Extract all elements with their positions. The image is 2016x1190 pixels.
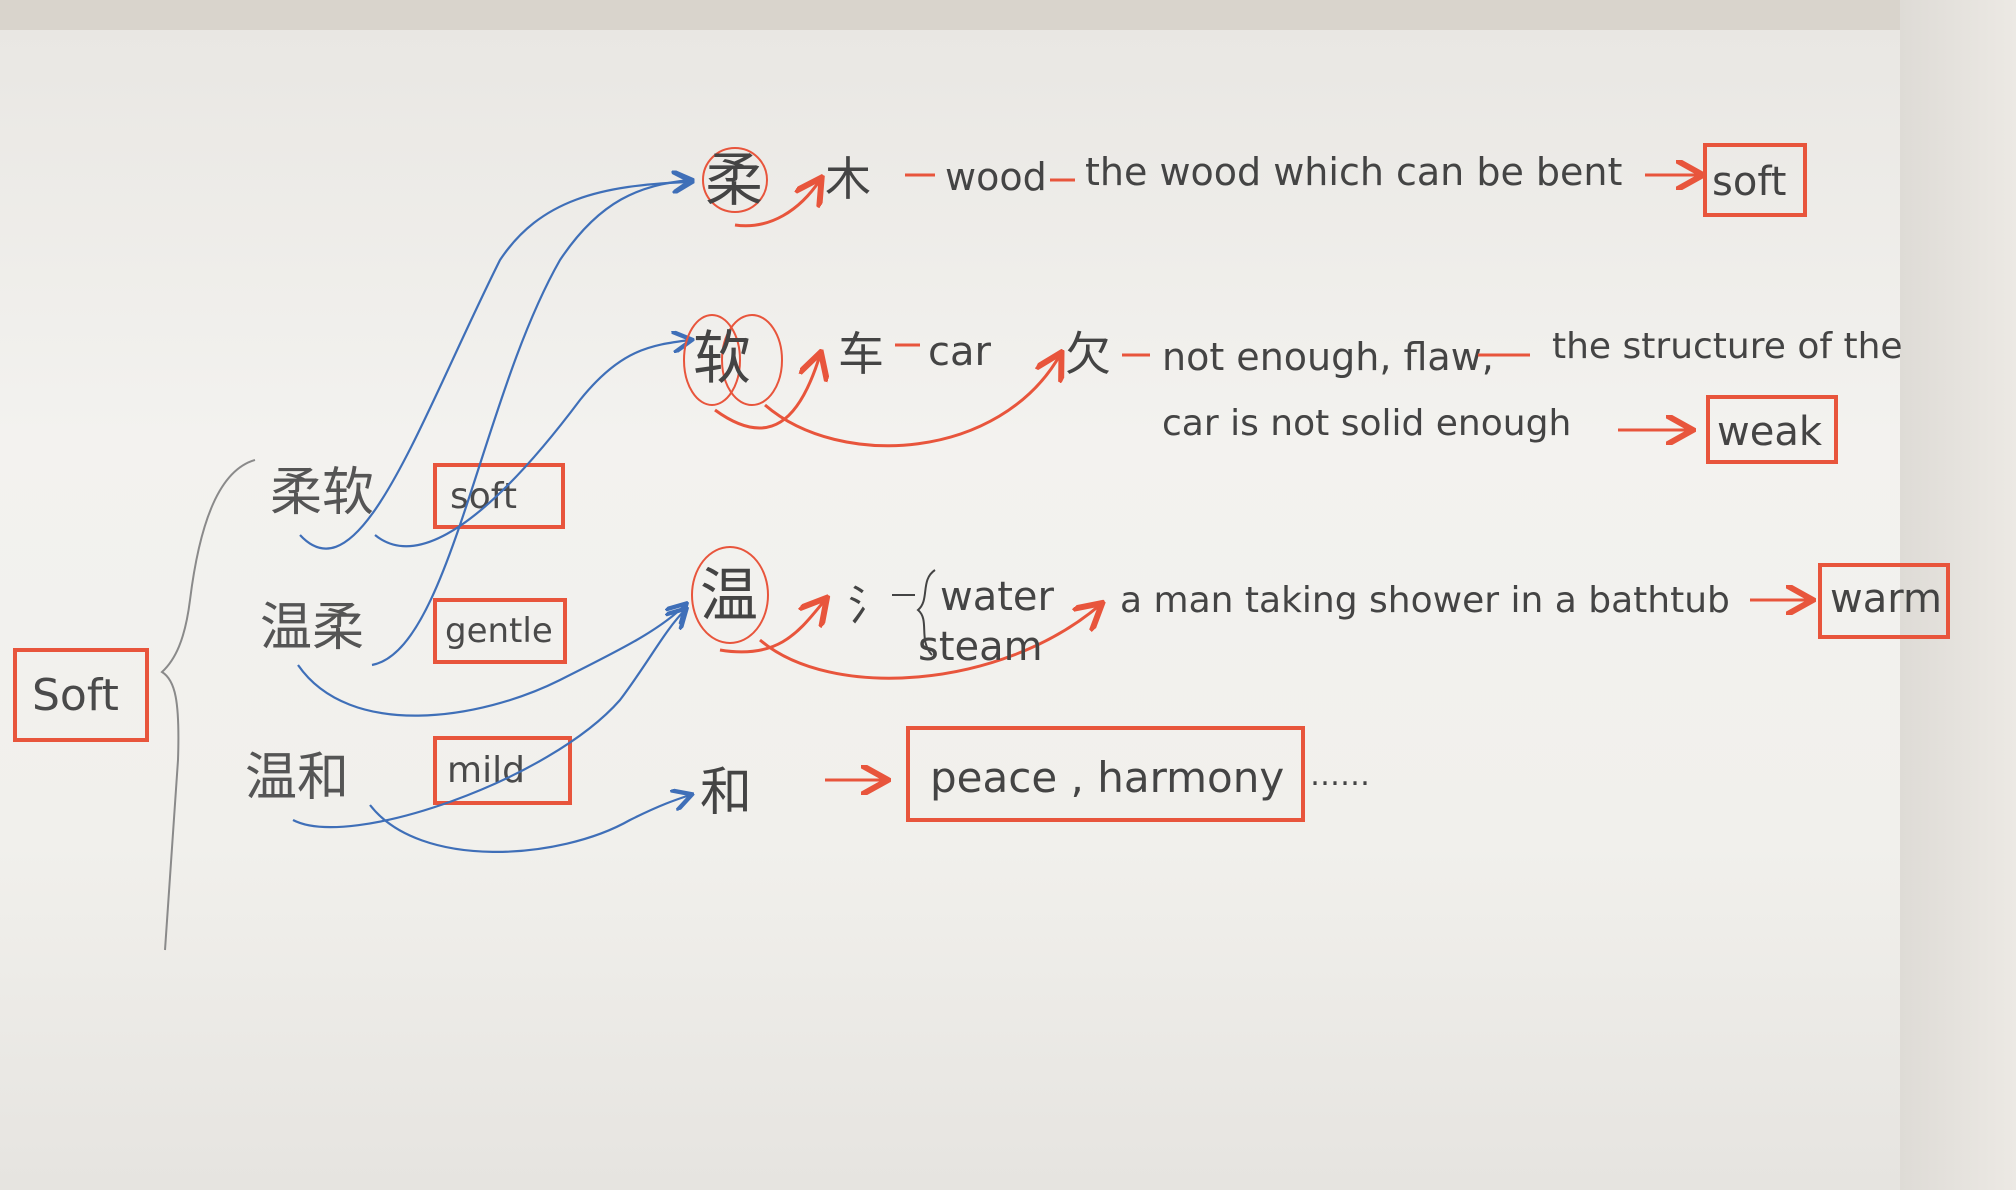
root-box — [13, 648, 149, 742]
compound-box-soft — [433, 463, 565, 529]
compound-box-gentle — [433, 598, 567, 664]
rou-arrow — [734, 180, 820, 228]
he-char: 和 — [700, 763, 752, 823]
he-result-box — [906, 726, 1305, 822]
compound-soft: soft — [450, 476, 517, 517]
link-ruan-a — [374, 340, 690, 548]
compound-gentle: gentle — [445, 611, 553, 651]
rou-desc: the wood which can be bent — [1085, 150, 1622, 194]
ruan-flaw: not enough, flaw, — [1162, 335, 1494, 379]
ruan-result-box — [1706, 395, 1838, 464]
ruan-component1: 车 — [838, 327, 884, 381]
link-rou-a — [299, 182, 690, 550]
paper-sheet — [0, 30, 2016, 1190]
wen-char: 温 — [700, 561, 758, 629]
he-trail: …… — [1310, 758, 1370, 793]
compound-wenrou: 温柔 — [260, 598, 364, 658]
ruan-circle-left — [683, 314, 741, 406]
compound-mild: mild — [447, 750, 525, 791]
he-result: peace , harmony — [930, 753, 1284, 802]
wen-arrow-2 — [759, 605, 1100, 680]
wen-desc: a man taking shower in a bathtub — [1120, 580, 1730, 621]
ruan-desc-1: the structure of the — [1552, 326, 1903, 367]
wen-component: 氵 — [848, 581, 890, 630]
wen-circle — [691, 546, 769, 644]
link-rou-b — [371, 180, 690, 667]
ruan-desc-2: car is not solid enough — [1162, 403, 1571, 444]
wen-arrow-1 — [719, 600, 825, 654]
rou-result: soft — [1712, 159, 1786, 205]
wen-water: water — [940, 574, 1055, 620]
link-he — [369, 795, 690, 853]
ruan-char: 软 — [693, 324, 751, 392]
wen-result: warm — [1830, 576, 1942, 622]
ruan-circle-right — [721, 314, 783, 406]
ruan-arrow-1 — [714, 355, 820, 430]
rou-wood: wood — [945, 155, 1047, 199]
compound-rouruan: 柔软 — [270, 463, 374, 523]
link-wen-a — [297, 605, 685, 717]
compound-box-mild — [433, 736, 572, 805]
root-bracket — [160, 459, 256, 951]
link-wen-b — [292, 610, 685, 829]
wen-steam: steam — [918, 624, 1043, 670]
ruan-result: weak — [1717, 409, 1823, 455]
compound-wenhe: 温和 — [245, 748, 349, 808]
rou-component: 木 — [825, 152, 871, 206]
rou-result-box — [1703, 143, 1807, 217]
rou-circle — [702, 147, 768, 213]
paper-edge — [1900, 0, 2016, 1190]
ruan-arrow-2 — [764, 355, 1060, 448]
ruan-component2: 欠 — [1065, 327, 1111, 381]
root-word: Soft — [32, 670, 119, 721]
wen-result-box — [1818, 563, 1950, 639]
rou-char: 柔 — [705, 146, 763, 214]
ruan-car: car — [928, 329, 992, 375]
wen-brace — [916, 569, 936, 656]
